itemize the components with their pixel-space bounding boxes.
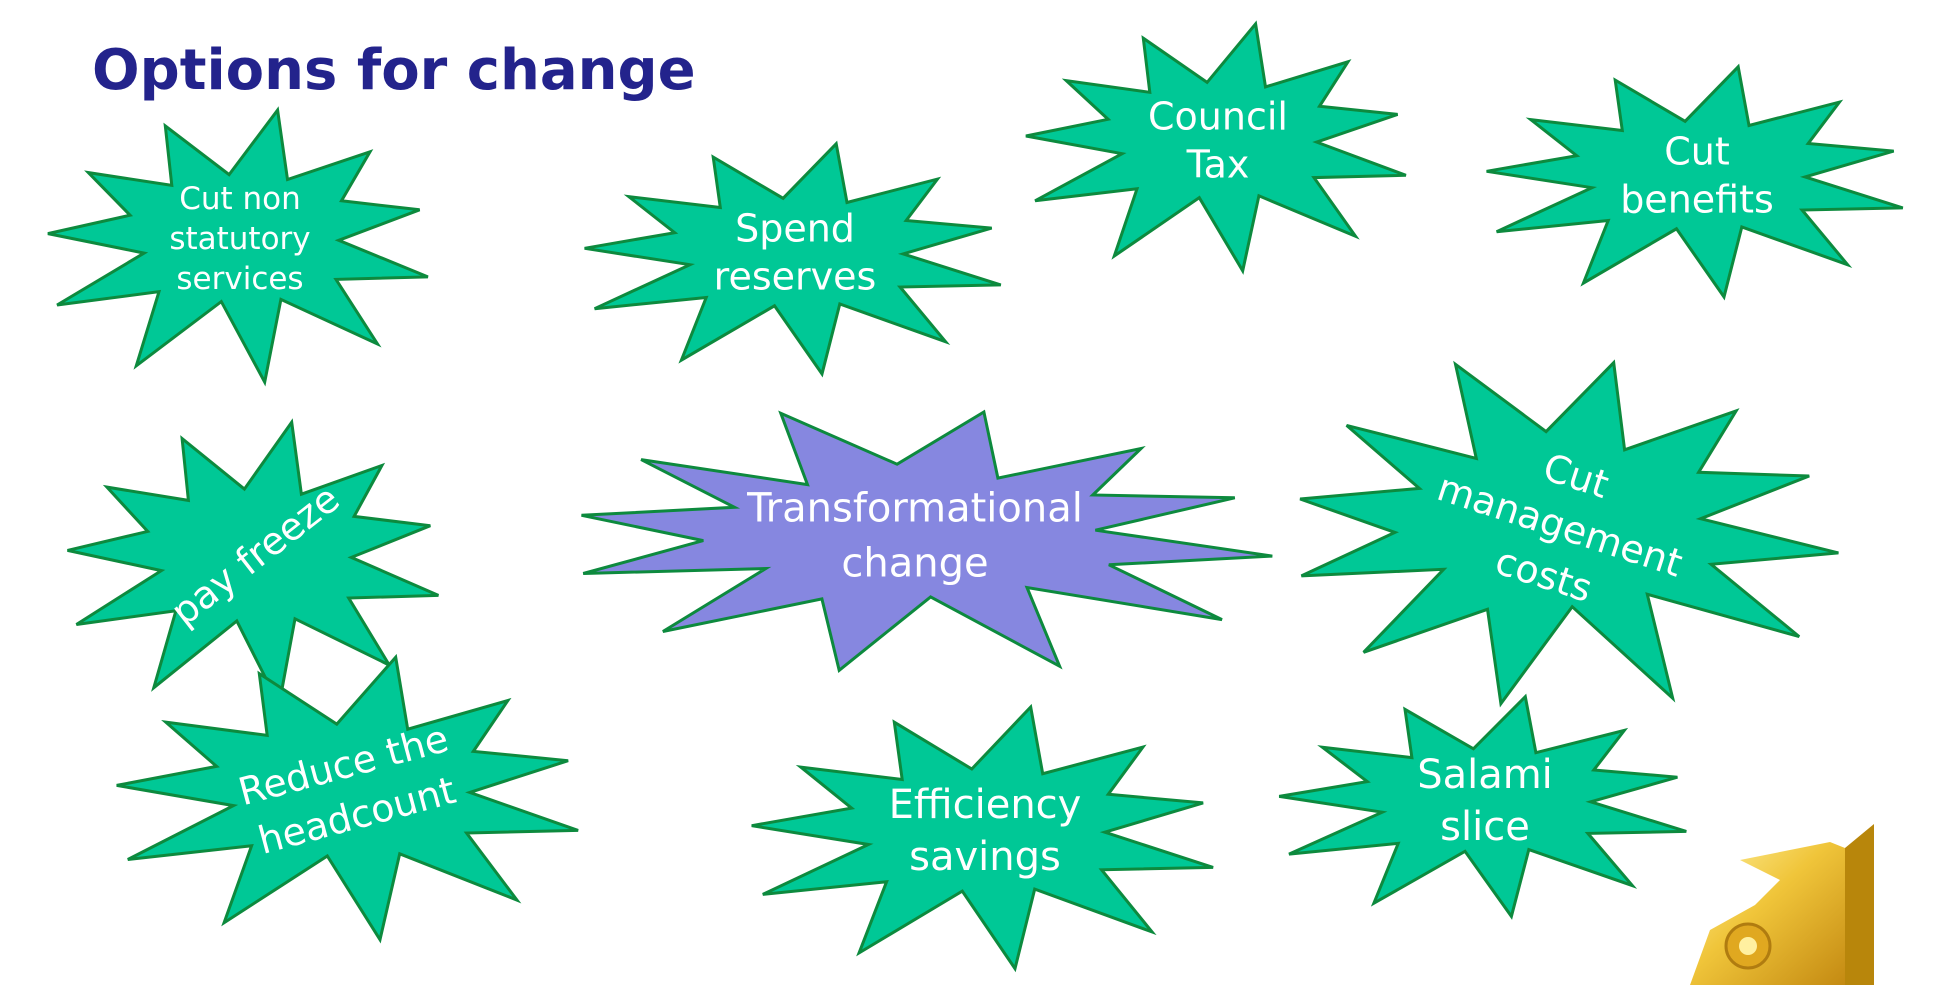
burst-shape — [47, 106, 429, 387]
burst-label: Cut non statutory services — [169, 181, 310, 297]
burst-label-line: benefits — [1620, 177, 1774, 221]
burst-label: Efficiency savings — [889, 782, 1082, 880]
burst-shape — [1486, 63, 1904, 301]
corner-arrow-graphic — [1690, 824, 1874, 985]
burst-label-line: slice — [1440, 804, 1530, 850]
burst-label-line: savings — [909, 834, 1061, 880]
slide-title: Options for change — [92, 38, 696, 103]
burst-pay-freeze: pay freeze — [67, 418, 439, 710]
burst-reduce-the-headcount: Reduce theheadcount — [116, 653, 579, 944]
burst-label: Salami slice — [1417, 752, 1553, 850]
burst-shape — [751, 703, 1214, 973]
burst-label-line: Salami — [1417, 752, 1553, 798]
burst-label-line: Spend — [735, 206, 855, 250]
burst-transformational-change: Transformational change — [581, 409, 1273, 673]
burst-shape — [1299, 359, 1839, 708]
burst-efficiency-savings: Efficiency savings — [751, 703, 1214, 973]
burst-shape — [116, 653, 579, 944]
burst-label-line: Efficiency — [889, 782, 1082, 828]
burst-label-line: Cut — [1664, 129, 1730, 173]
burst-label-line: reserves — [714, 254, 877, 298]
burst-label-line: Council — [1148, 94, 1288, 138]
burst-label-line: Cut non — [179, 181, 301, 217]
burst-shape — [1025, 20, 1407, 275]
burst-label-line: services — [176, 261, 303, 297]
burst-label-line: change — [841, 541, 988, 587]
burst-salami-slice: Salami slice — [1278, 693, 1687, 920]
burst-label-line: Tax — [1186, 142, 1250, 186]
burst-label-line: Transformational — [746, 486, 1083, 532]
burst-label: Transformational change — [746, 486, 1083, 587]
burst-cut-non-statutory-services: Cut non statutory services — [47, 106, 429, 387]
burst-shape — [67, 418, 439, 710]
burst-label-line: statutory — [169, 221, 310, 257]
burst-cut-management-costs: Cutmanagementcosts — [1299, 359, 1839, 708]
burst-shape — [584, 140, 1002, 378]
burst-shape — [1278, 693, 1687, 920]
burst-shape — [581, 409, 1273, 673]
